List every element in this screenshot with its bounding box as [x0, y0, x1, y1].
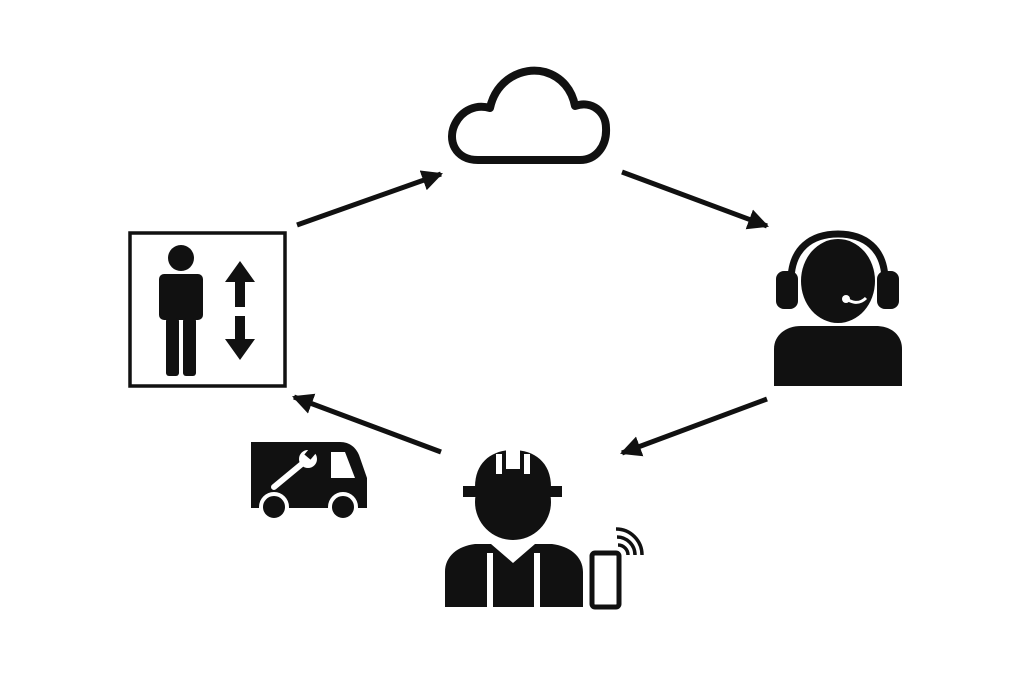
headset-operator-icon	[774, 230, 902, 386]
elevator-passenger-icon	[128, 231, 287, 388]
wrench-icon	[271, 447, 317, 490]
arrow-technician-to-elevator	[292, 393, 442, 455]
cloud-icon	[448, 66, 611, 164]
passenger-icon	[159, 245, 203, 376]
technician-hardhat-icon	[445, 449, 583, 607]
up-down-arrows-icon	[225, 261, 255, 360]
arrow-elevator-to-cloud	[296, 170, 443, 228]
smartphone-signal-icon	[589, 527, 644, 610]
service-van-icon	[251, 442, 367, 522]
arrow-operator-to-technician	[620, 396, 768, 457]
arrow-cloud-to-operator	[621, 169, 769, 230]
